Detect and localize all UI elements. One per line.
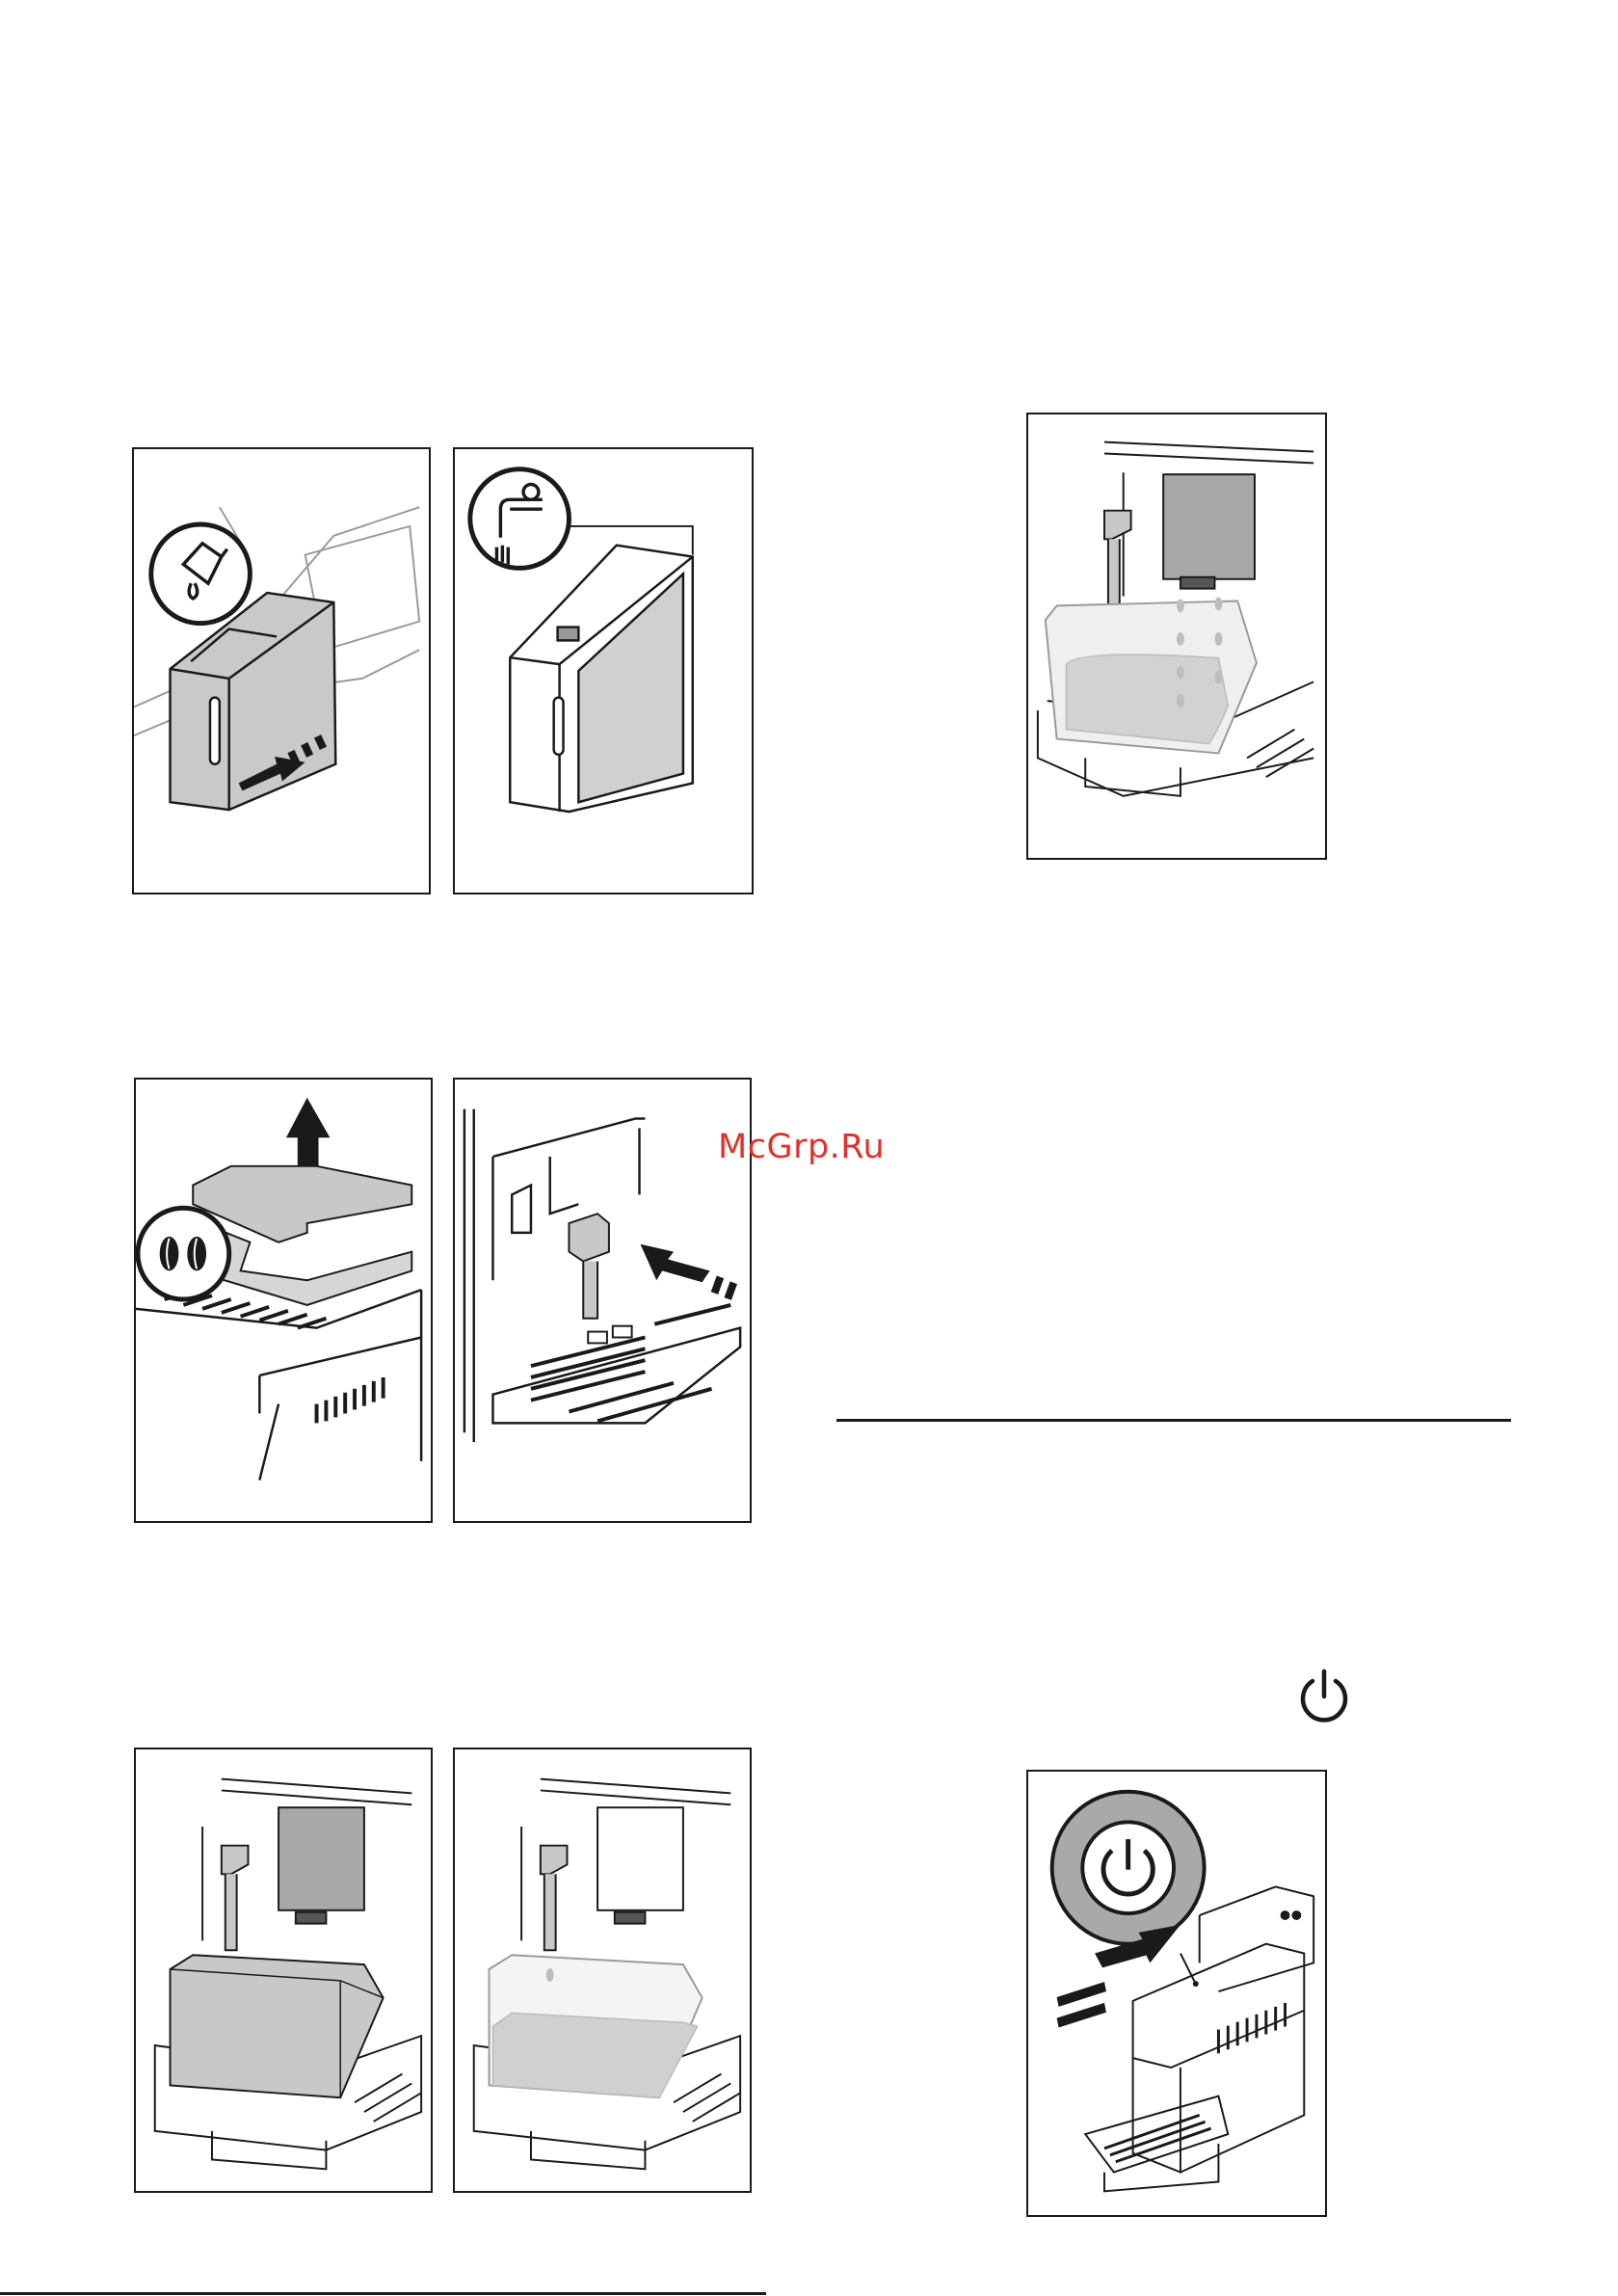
figure-container-filling bbox=[453, 1748, 752, 2193]
press-power-button-illustration bbox=[1028, 1772, 1325, 2215]
figure-remove-water-tank bbox=[132, 447, 431, 894]
container-dripping-illustration bbox=[1028, 414, 1325, 858]
figure-hot-water-spout bbox=[453, 1078, 752, 1523]
figure-press-power-button bbox=[1026, 1770, 1327, 2217]
power-icon bbox=[1296, 1668, 1352, 1723]
coffee-bean-container-illustration bbox=[136, 1080, 431, 1521]
section-divider bbox=[836, 1419, 1511, 1422]
page-footer-rule bbox=[0, 2292, 766, 2295]
water-tap-tank-illustration bbox=[455, 449, 752, 893]
watermark-text: McGrp.Ru bbox=[718, 1128, 885, 1166]
figure-container-dripping bbox=[1026, 413, 1327, 860]
hot-water-spout-illustration bbox=[455, 1080, 750, 1521]
figure-container-under-spout bbox=[134, 1748, 433, 2193]
water-tank-removal-illustration bbox=[134, 449, 429, 893]
figure-bean-container bbox=[134, 1078, 433, 1523]
figure-fill-water-tank bbox=[453, 447, 754, 894]
container-filling-illustration bbox=[455, 1749, 750, 2191]
container-under-spout-illustration bbox=[136, 1749, 431, 2191]
